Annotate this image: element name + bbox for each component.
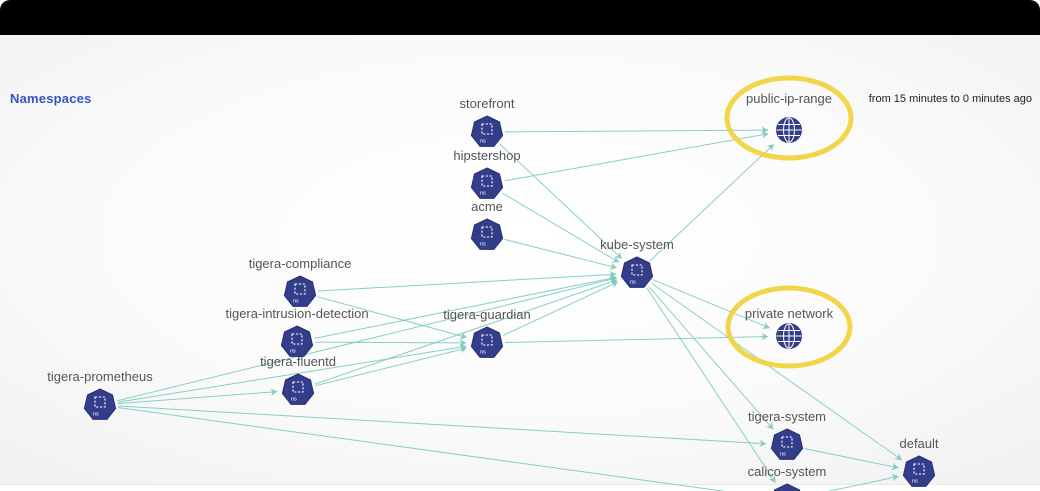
node-calico-system[interactable]: nscalico-system <box>748 464 827 491</box>
edge-calico-system-to-default[interactable] <box>805 474 899 491</box>
node-label: tigera-intrusion-detection <box>225 306 368 321</box>
node-label: tigera-guardian <box>443 307 530 322</box>
edges-group <box>117 126 903 491</box>
dashed-box-glyph <box>481 226 493 238</box>
edge-kube-system-to-default[interactable] <box>651 282 903 461</box>
ns-badge: ns <box>480 242 486 248</box>
edge-tigera-intrusion-detection-to-kube-system[interactable] <box>314 274 617 339</box>
view-title: Namespaces <box>10 91 92 106</box>
node-label: acme <box>471 199 503 214</box>
kubernetes-namespace-icon <box>281 373 315 405</box>
node-tigera-guardian[interactable]: ns tigera-guardian <box>443 307 531 358</box>
edge-tigera-compliance-to-kube-system[interactable] <box>317 270 617 292</box>
edge-kube-system-to-public-ip-range[interactable] <box>649 144 775 262</box>
edge-tigera-prometheus-to-tigera-guardian[interactable] <box>117 343 467 403</box>
dashed-box-glyph <box>781 436 793 448</box>
node-tigera-fluentd[interactable]: ns tigera-fluentd <box>260 354 336 405</box>
time-range-label: from 15 minutes to 0 minutes ago <box>868 93 1032 105</box>
node-label: public-ip-range <box>746 91 832 106</box>
node-private-network[interactable]: private network <box>725 285 853 369</box>
node-kube-system[interactable]: ns kube-system <box>600 237 674 288</box>
dashed-box-glyph <box>631 264 643 276</box>
graph-canvas[interactable]: ns storefront ns hipstershop ns acme public-ip… <box>0 35 1040 491</box>
ns-badge: ns <box>780 452 786 458</box>
dashed-box-glyph <box>481 334 493 346</box>
edge-tigera-fluentd-to-kube-system[interactable] <box>314 278 618 385</box>
edge-tigera-fluentd-to-tigera-guardian[interactable] <box>315 346 467 387</box>
highlight-ring <box>724 75 854 161</box>
kubernetes-namespace-icon <box>902 455 936 487</box>
kubernetes-namespace-icon <box>470 326 504 358</box>
node-hipstershop[interactable]: ns hipstershop <box>453 148 521 199</box>
node-tigera-intrusion-detection[interactable]: ns tigera-intrusion-detection <box>225 306 369 357</box>
edge-tigera-prometheus-to-kube-system[interactable] <box>117 275 617 402</box>
ns-badge: ns <box>480 139 486 145</box>
globe-icon <box>776 117 802 143</box>
node-label: hipstershop <box>453 148 520 163</box>
node-tigera-system[interactable]: ns tigera-system <box>748 409 826 460</box>
edge-storefront-to-kube-system[interactable] <box>499 143 623 259</box>
graph-area: ns storefront ns hipstershop ns acme public-ip… <box>0 35 1040 491</box>
node-acme[interactable]: ns acme <box>470 199 504 250</box>
nodes-group: ns storefront ns hipstershop ns acme public-ip… <box>47 75 939 491</box>
dashed-box-glyph <box>292 381 304 393</box>
edge-hipstershop-to-public-ip-range[interactable] <box>504 131 769 182</box>
node-label: calico-system <box>748 464 827 479</box>
node-label: private network <box>745 306 834 321</box>
ns-badge: ns <box>293 299 299 305</box>
edge-tigera-system-to-default[interactable] <box>804 448 899 471</box>
dashed-box-glyph <box>481 175 493 187</box>
edge-kube-system-to-private-network[interactable] <box>653 279 770 330</box>
edge-tigera-prometheus-to-tigera-fluentd[interactable] <box>117 388 278 405</box>
topbar <box>0 0 1040 35</box>
ns-badge: ns <box>291 397 297 403</box>
node-label: default <box>899 436 938 451</box>
edge-tigera-compliance-to-tigera-guardian[interactable] <box>317 296 468 340</box>
edge-tigera-guardian-to-kube-system[interactable] <box>503 281 619 336</box>
ns-badge: ns <box>630 280 636 286</box>
dashed-box-glyph <box>913 463 925 475</box>
edge-tigera-prometheus-to-calico-system[interactable] <box>117 407 766 491</box>
kubernetes-namespace-icon <box>283 275 317 307</box>
kubernetes-namespace-icon <box>280 325 314 357</box>
ns-badge: ns <box>93 412 99 418</box>
edge-acme-to-kube-system[interactable] <box>504 238 617 270</box>
node-label: tigera-system <box>748 409 826 424</box>
dashed-box-glyph <box>481 123 493 135</box>
kubernetes-namespace-icon <box>83 388 117 420</box>
node-public-ip-range[interactable]: public-ip-range <box>724 75 854 161</box>
node-label: kube-system <box>600 237 674 252</box>
globe-icon <box>776 323 802 349</box>
node-label: storefront <box>460 96 515 111</box>
node-tigera-compliance[interactable]: ns tigera-compliance <box>249 256 352 307</box>
edge-kube-system-to-calico-system[interactable] <box>646 287 776 483</box>
dashed-box-glyph <box>94 396 106 408</box>
ns-badge: ns <box>290 349 296 355</box>
dashed-box-glyph <box>291 333 303 345</box>
ns-badge: ns <box>912 479 918 485</box>
node-storefront[interactable]: ns storefront <box>460 96 515 147</box>
node-default[interactable]: ns default <box>899 436 939 487</box>
kubernetes-namespace-icon <box>470 167 504 199</box>
edge-storefront-to-public-ip-range[interactable] <box>504 126 769 134</box>
kubernetes-namespace-icon <box>470 218 504 250</box>
dashed-box-glyph <box>294 283 306 295</box>
ns-badge: ns <box>480 350 486 356</box>
edge-tigera-intrusion-detection-to-tigera-guardian[interactable] <box>314 339 467 347</box>
edge-tigera-prometheus-to-tigera-system[interactable] <box>117 405 767 448</box>
edge-kube-system-to-tigera-system[interactable] <box>648 286 774 430</box>
kubernetes-namespace-icon <box>620 256 654 288</box>
node-label: tigera-prometheus <box>47 369 153 384</box>
kubernetes-namespace-icon <box>770 428 804 460</box>
edge-tigera-guardian-to-private-network[interactable] <box>504 332 769 344</box>
highlight-ring <box>725 285 853 369</box>
edge-hipstershop-to-kube-system[interactable] <box>502 192 620 263</box>
node-label: tigera-compliance <box>249 256 352 271</box>
ns-badge: ns <box>480 191 486 197</box>
node-label: tigera-fluentd <box>260 354 336 369</box>
kubernetes-namespace-icon <box>470 115 504 147</box>
node-tigera-prometheus[interactable]: ns tigera-prometheus <box>47 369 153 420</box>
kubernetes-namespace-icon <box>773 483 801 491</box>
